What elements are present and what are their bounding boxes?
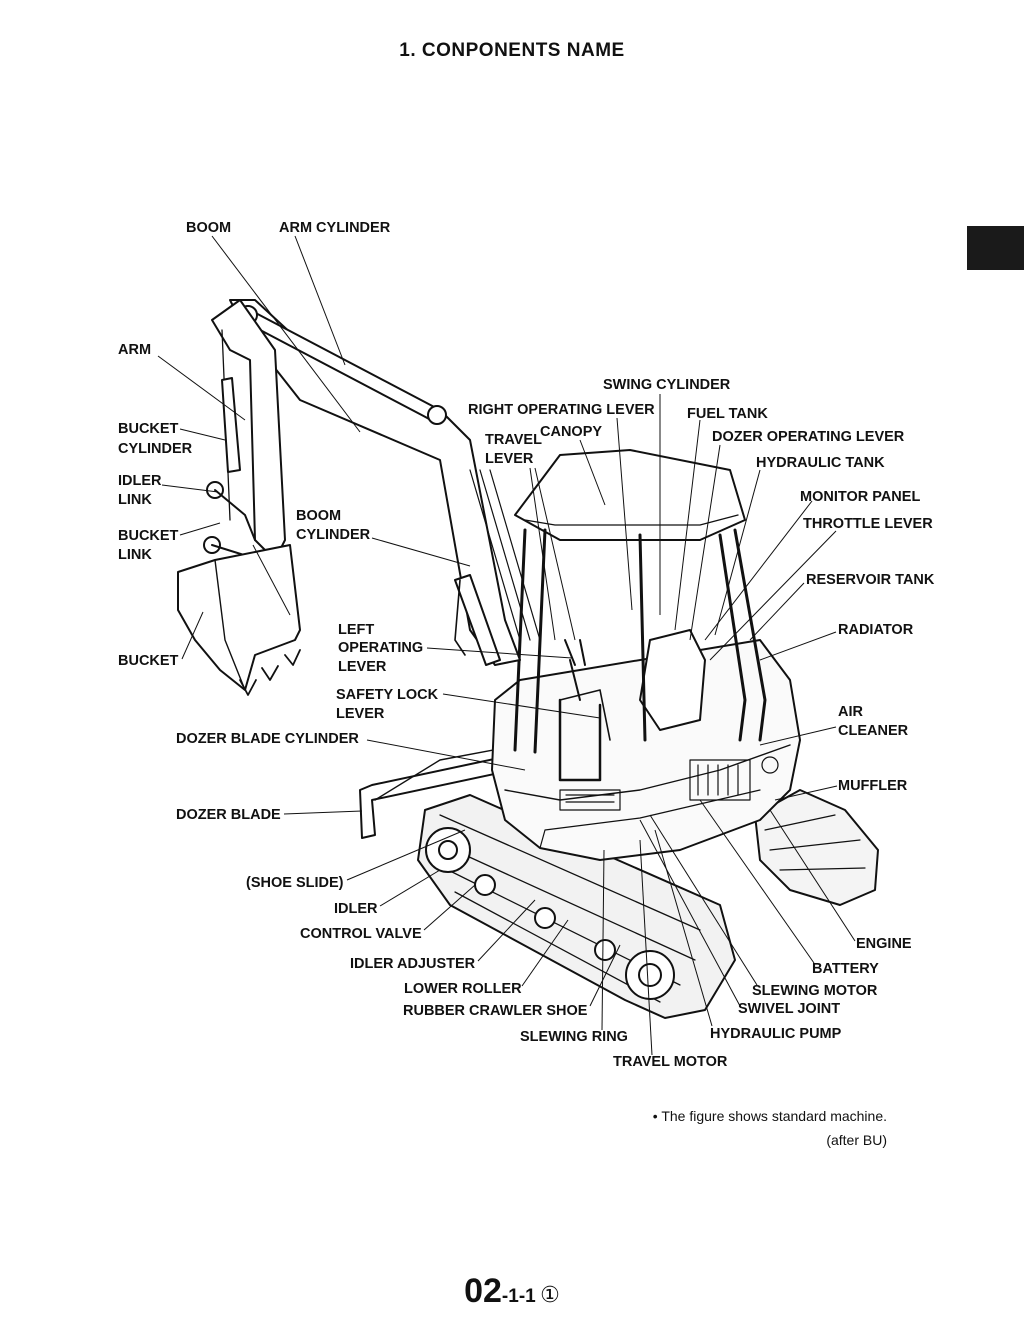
label-bucket-link-1: BUCKET: [118, 528, 179, 544]
label-dozer-operating-lever: DOZER OPERATING LEVER: [712, 429, 905, 445]
label-idler-adjuster: IDLER ADJUSTER: [350, 956, 476, 972]
excavator-illustration: [177, 299, 879, 1019]
operator-seat: [639, 629, 706, 731]
upper-body: [491, 639, 801, 861]
idler-wheel: [425, 827, 471, 873]
label-dozer-blade: DOZER BLADE: [176, 807, 281, 823]
label-slewing-ring: SLEWING RING: [520, 1029, 628, 1045]
bucket-shape: [177, 544, 301, 691]
label-idler: IDLER: [334, 901, 378, 917]
figure-note-version: (after BU): [826, 1132, 887, 1148]
boom-cylinder-shape: [454, 574, 501, 666]
page-number-sub: -1-1: [501, 1286, 536, 1307]
label-boom-cylinder-1: BOOM: [296, 508, 341, 524]
figure-note: • The figure shows standard machine.: [652, 1108, 887, 1124]
label-left-lever-3: LEVER: [338, 659, 387, 675]
label-bucket-cylinder-2: CYLINDER: [118, 441, 193, 457]
label-safety-lock-1: SAFETY LOCK: [336, 687, 439, 703]
page-title: 1. CONPONENTS NAME: [399, 40, 625, 61]
label-control-valve: CONTROL VALVE: [300, 926, 422, 942]
label-safety-lock-2: LEVER: [336, 706, 385, 722]
label-reservoir-tank: RESERVOIR TANK: [806, 572, 935, 588]
label-travel-lever-1: TRAVEL: [485, 432, 542, 448]
label-swivel-joint: SWIVEL JOINT: [738, 1001, 840, 1017]
label-shoe-slide: (SHOE SLIDE): [246, 875, 344, 891]
component-labels: BOOM ARM CYLINDER ARM BUCKET CYLINDER ID…: [118, 220, 935, 1070]
safety-lock-frame: [558, 698, 602, 782]
label-travel-lever-2: LEVER: [485, 451, 534, 467]
label-boom-cylinder-2: CYLINDER: [296, 527, 371, 543]
label-dozer-blade-cylinder: DOZER BLADE CYLINDER: [176, 731, 359, 747]
label-arm: ARM: [118, 342, 151, 358]
label-engine: ENGINE: [856, 936, 912, 952]
label-idler-link-2: LINK: [118, 492, 152, 508]
lower-roller-1: [474, 874, 496, 896]
label-lower-roller: LOWER ROLLER: [404, 981, 522, 997]
label-muffler: MUFFLER: [838, 778, 908, 794]
lower-roller-2: [534, 907, 556, 929]
travel-levers: [564, 639, 586, 701]
label-battery: BATTERY: [812, 961, 879, 977]
lower-roller-3: [594, 939, 616, 961]
section-tab-marker: [967, 226, 1024, 270]
label-air-cleaner-1: AIR: [838, 704, 864, 720]
label-left-lever-1: LEFT: [338, 622, 374, 638]
label-slewing-motor: SLEWING MOTOR: [752, 983, 878, 999]
label-travel-motor: TRAVEL MOTOR: [613, 1054, 728, 1070]
label-bucket-cylinder-1: BUCKET: [118, 421, 179, 437]
label-air-cleaner-2: CLEANER: [838, 723, 909, 739]
label-fuel-tank: FUEL TANK: [687, 406, 768, 422]
travel-motor-hub: [625, 950, 675, 1000]
label-throttle-lever: THROTTLE LEVER: [803, 516, 933, 532]
label-idler-link-1: IDLER: [118, 473, 162, 489]
label-canopy: CANOPY: [540, 424, 602, 440]
leader-lines: [157, 235, 856, 1056]
canopy-roof: [514, 449, 746, 541]
label-arm-cylinder: ARM CYLINDER: [279, 220, 391, 236]
label-swing-cylinder: SWING CYLINDER: [603, 377, 731, 393]
bucket-cylinder-shape: [221, 377, 241, 473]
label-monitor-panel: MONITOR PANEL: [800, 489, 920, 505]
label-boom: BOOM: [186, 220, 231, 236]
page-number-mark: ①: [540, 1282, 560, 1307]
label-bucket-link-2: LINK: [118, 547, 152, 563]
label-left-lever-2: OPERATING: [338, 640, 423, 656]
label-right-operating-lever: RIGHT OPERATING LEVER: [468, 402, 655, 418]
bucket-teeth: [239, 649, 301, 696]
label-radiator: RADIATOR: [838, 622, 914, 638]
page-number: 02-1-1 ①: [0, 1272, 1024, 1311]
label-hydraulic-pump: HYDRAULIC PUMP: [710, 1026, 842, 1042]
right-crawler-track: [754, 789, 879, 906]
page-number-main: 02: [464, 1272, 502, 1310]
label-bucket: BUCKET: [118, 653, 179, 669]
label-rubber-crawler-shoe: RUBBER CRAWLER SHOE: [403, 1003, 588, 1019]
label-hydraulic-tank: HYDRAULIC TANK: [756, 455, 885, 471]
